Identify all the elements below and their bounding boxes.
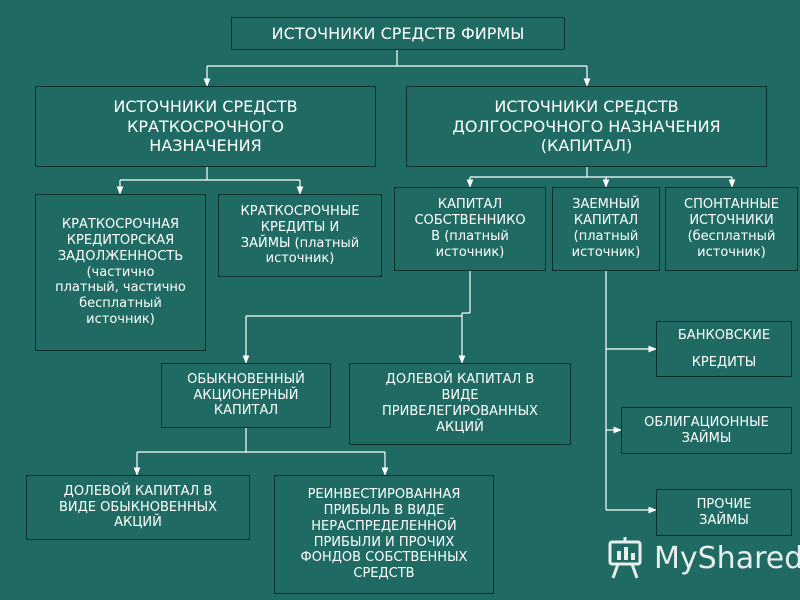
bank-loans-box: БАНКОВСКИЕ КРЕДИТЫ (656, 321, 792, 377)
connector-short-term (116, 167, 304, 195)
root-box: ИСТОЧНИКИ СРЕДСТВ ФИРМЫ (231, 17, 565, 50)
short-term-loans-box: КРАТКОСРОЧНЫЕ КРЕДИТЫ И ЗАЙМЫ (платный и… (218, 194, 382, 277)
watermark-logo: MyShared (606, 536, 800, 580)
owner-capital-box: КАПИТАЛ СОБСТВЕННИКО В (платный источник… (394, 187, 546, 271)
connector-owner-capital (242, 271, 471, 364)
bond-loans-box: ОБЛИГАЦИОННЫЕ ЗАЙМЫ (621, 407, 792, 454)
payables-box: КРАТКОСРОЧНАЯ КРЕДИТОРСКАЯ ЗАДОЛЖЕННОСТЬ… (35, 194, 206, 351)
watermark-text: MyShared (654, 540, 800, 576)
common-equity-box: ОБЫКНОВЕННЫЙ АКЦИОНЕРНЫЙ КАПИТАЛ (161, 363, 331, 428)
short-term-sources-box: ИСТОЧНИКИ СРЕДСТВ КРАТКОСРОЧНОГО НАЗНАЧЕ… (35, 86, 376, 167)
presentation-board-icon (608, 537, 642, 579)
spontaneous-sources-box: СПОНТАННЫЕ ИСТОЧНИКИ (бесплатный источни… (665, 187, 798, 271)
connector-borrowed-capital (605, 271, 657, 514)
connector-root (203, 50, 591, 87)
common-shares-box: ДОЛЕВОЙ КАПИТАЛ В ВИДЕ ОБЫКНОВЕННЫХ АКЦИ… (26, 475, 250, 540)
preferred-equity-box: ДОЛЕВОЙ КАПИТАЛ В ВИДЕ ПРИВЕЛЕГИРОВАННЫХ… (349, 363, 571, 445)
other-loans-box: ПРОЧИЕ ЗАЙМЫ (656, 489, 792, 536)
borrowed-capital-box: ЗАЕМНЫЙ КАПИТАЛ (платный источник) (552, 187, 660, 271)
retained-earnings-box: РЕИНВЕСТИРОВАННАЯ ПРИБЫЛЬ В ВИДЕ НЕРАСПР… (274, 475, 494, 594)
connector-common-equity (133, 428, 389, 476)
connector-long-term (466, 167, 736, 188)
long-term-sources-box: ИСТОЧНИКИ СРЕДСТВ ДОЛГОСРОЧНОГО НАЗНАЧЕН… (406, 86, 767, 167)
